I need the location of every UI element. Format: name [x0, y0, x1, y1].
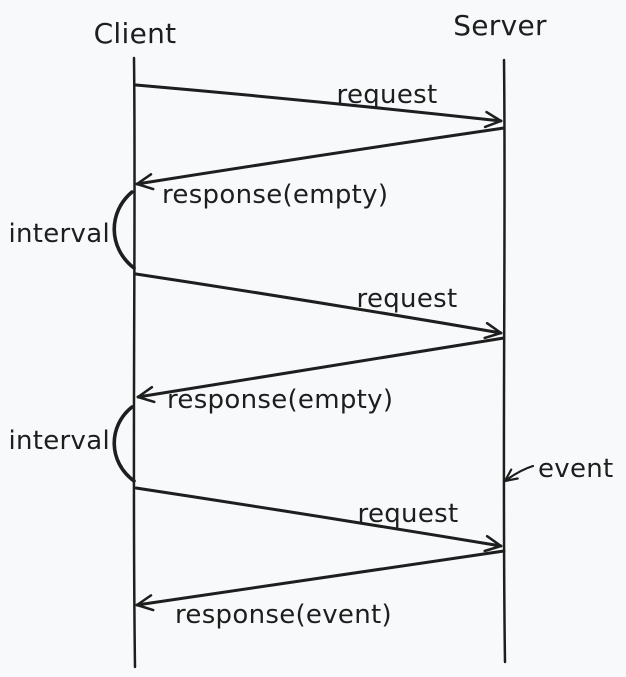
message-label: response(event) [175, 600, 392, 630]
server-lifeline [502, 58, 507, 664]
event-label: event [538, 454, 614, 484]
interval-brace-icon [112, 405, 136, 483]
arrow-line [134, 83, 503, 123]
client-lifeline [132, 56, 137, 669]
arrowhead-left-icon [503, 468, 519, 483]
arrow-line [136, 336, 506, 399]
arrowhead-left-icon [135, 594, 155, 612]
message-response-1: response(empty) [135, 126, 506, 210]
interval-label: interval [8, 426, 110, 456]
event-annotation: event [503, 454, 614, 484]
arrowhead-right-icon [483, 534, 503, 553]
arrowhead-left-icon [136, 385, 156, 404]
interval-annotation-1: interval [8, 190, 136, 270]
interval-label: interval [8, 219, 110, 249]
event-arrow-line [503, 464, 535, 483]
interval-brace-icon [112, 190, 136, 270]
actor-label-server: Server [453, 9, 547, 42]
message-label: response(empty) [167, 385, 393, 415]
arrow-line [134, 272, 503, 335]
message-request-2: request [134, 272, 503, 340]
message-label: request [357, 284, 458, 314]
message-label: request [358, 499, 459, 529]
actor-label-client: Client [94, 17, 177, 50]
arrowhead-right-icon [483, 110, 503, 129]
arrowhead-right-icon [483, 321, 503, 340]
message-label: request [337, 80, 438, 110]
arrowhead-left-icon [135, 173, 155, 191]
arrow-line [134, 486, 503, 548]
message-request-1: request [134, 80, 503, 129]
message-response-3: response(event) [135, 549, 506, 630]
arrow-line [135, 549, 506, 607]
arrow-line [135, 126, 506, 186]
interval-annotation-2: interval [8, 405, 136, 483]
message-request-3: request [134, 486, 503, 553]
message-response-2: response(empty) [136, 336, 506, 415]
message-label: response(empty) [162, 180, 388, 210]
